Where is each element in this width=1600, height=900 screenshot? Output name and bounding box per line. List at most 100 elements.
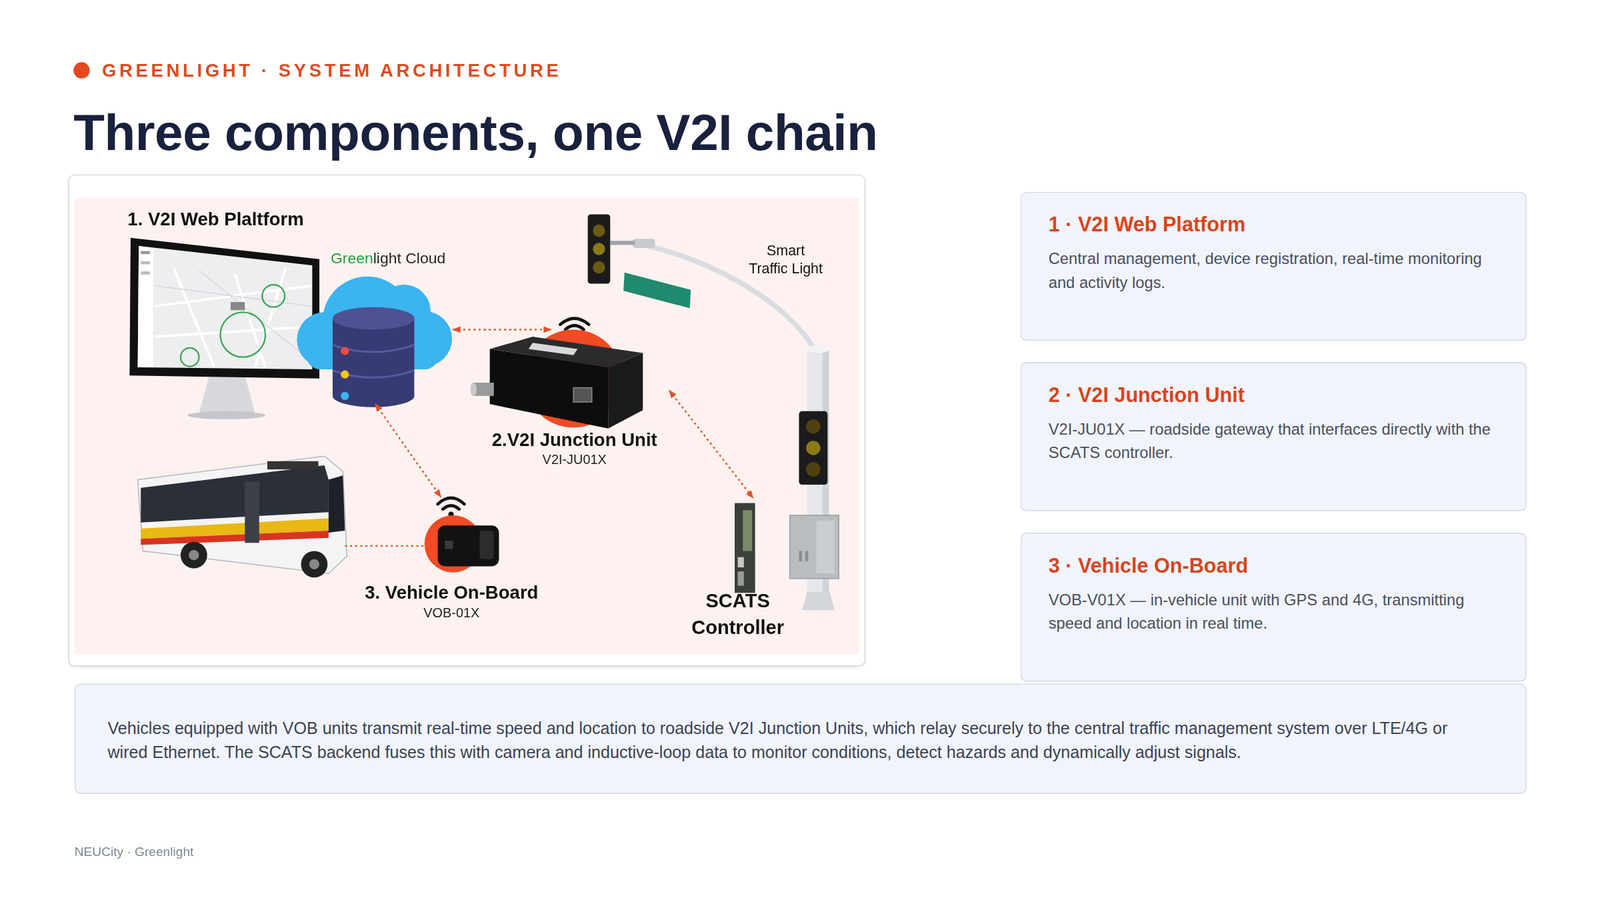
traffic-light-illustration-part [806, 419, 820, 434]
bus-link-line [344, 545, 426, 547]
junction-unit-illustration-part [608, 353, 643, 429]
bus-illustration-part [140, 465, 329, 523]
vob-illustration-part [444, 540, 453, 549]
traffic-light-illustration-part [592, 261, 605, 274]
traffic-light-illustration-part [592, 242, 605, 255]
component-label: 1. V2I Web Plaltform [127, 208, 304, 231]
bus-illustration-part [180, 542, 208, 569]
node-heading: 1 · V2I Web Platform [1048, 212, 1502, 237]
vob-illustration [424, 498, 500, 573]
bus-illustration-part [140, 530, 329, 545]
info-card: 3 · Vehicle On-BoardVOB-V01X — in-vehicl… [1020, 532, 1527, 682]
monitor-illustration-part [262, 284, 285, 308]
traffic-light-illustration-part [807, 344, 830, 353]
scats-controller-illustration-part [742, 510, 752, 551]
dotted-connector [375, 404, 441, 497]
monitor-illustration-part [138, 246, 154, 368]
junction-unit-illustration [470, 318, 644, 429]
info-card: 2 · V2I Junction UnitV2I-JU01X — roadsid… [1020, 362, 1527, 511]
node-body: V2I-JU01X [479, 451, 670, 469]
node-heading: 3. Vehicle On-Board [352, 581, 551, 604]
cloud-illustration-part [340, 392, 349, 400]
node-heading: 2.V2I Junction Unit [479, 428, 670, 452]
node-body: Central management, device registration,… [1048, 246, 1502, 294]
node-body: VOB-01X [352, 604, 551, 622]
cloud-illustration [296, 276, 452, 408]
monitor-illustration-part [138, 246, 313, 370]
node-body: V2I-JU01X — roadside gateway that interf… [1048, 417, 1502, 464]
cloud-illustration-part [340, 346, 349, 355]
monitor-illustration-part [188, 411, 266, 420]
info-card: 1 · V2I Web PlatformCentral management, … [1020, 192, 1527, 341]
node-body: VOB-V01X — in-vehicle unit with GPS and … [1048, 588, 1502, 635]
monitor-illustration-part [198, 375, 255, 414]
cloud-node: Greenlight Cloud [296, 248, 454, 404]
traffic-light-illustration-part [790, 515, 839, 579]
vob-illustration-part [479, 530, 494, 560]
monitor-illustration-part [140, 251, 150, 255]
junction-unit-illustration-part [528, 342, 578, 355]
scats-controller-illustration-part [738, 571, 744, 586]
bus-illustration-part [301, 551, 328, 578]
traffic-light-illustration-part [798, 551, 802, 562]
kicker-dot [73, 62, 90, 78]
vob-illustration-part [438, 498, 465, 510]
traffic-light-illustration-part [806, 440, 820, 455]
dotted-connector [669, 390, 754, 498]
vehicle-unit-node: 3. Vehicle On-BoardVOB-01X [352, 496, 551, 624]
junction-unit-illustration-part [560, 318, 589, 330]
traffic-light-illustration-part [802, 592, 835, 611]
traffic-light-illustration-part [805, 551, 809, 562]
traffic-light-illustration-part [816, 520, 835, 574]
dotted-connector [453, 328, 552, 331]
bus-illustration-part [328, 475, 345, 533]
scats-controller-illustration-part [734, 503, 756, 594]
device-label: Smart Traffic Light [746, 240, 824, 278]
junction-unit-illustration-part [490, 348, 609, 428]
junction-unit-node: 2.V2I Junction UnitV2I-JU01X [479, 329, 670, 472]
traffic-light-illustration-part [798, 411, 828, 485]
monitor-illustration-part [140, 261, 150, 265]
traffic-light-illustration-part [610, 240, 635, 245]
scats-controller-illustration [734, 503, 756, 594]
monitor-illustration-part [180, 348, 200, 367]
slide-title: Three components, one V2I chain [73, 102, 878, 164]
controller-node: SCATS Controller [686, 498, 789, 641]
traffic-light-illustration [588, 214, 840, 610]
bus-illustration-part [244, 481, 259, 543]
cloud-illustration-part [332, 318, 414, 396]
monitor-illustration-part [129, 238, 320, 379]
node-heading: 2 · V2I Junction Unit [1048, 382, 1502, 408]
node-heading: Vehicles equipped with VOB units transmi… [107, 714, 1476, 765]
footer-text: NEUCity · Greenlight [74, 844, 194, 860]
bus-illustration [138, 456, 348, 578]
node-heading: SCATS Controller [686, 588, 789, 642]
monitor-illustration-part [140, 271, 150, 275]
traffic-light-illustration-part [588, 214, 611, 284]
traffic-light-illustration-part [632, 238, 656, 248]
monitor-illustration-part [230, 302, 245, 310]
bus-illustration-part [309, 559, 320, 570]
traffic-light-illustration-part [592, 224, 605, 237]
cloud-illustration-part [332, 307, 414, 330]
bus-illustration-part [267, 461, 319, 470]
node-heading: Greenlight Cloud [330, 248, 446, 268]
traffic-light-illustration-part [806, 462, 820, 476]
scats-controller-illustration-part [738, 557, 744, 568]
junction-unit-illustration-part [470, 382, 477, 396]
summary-box: Vehicles equipped with VOB units transmi… [74, 684, 1527, 794]
vob-illustration-part [438, 525, 500, 566]
monitor-illustration-part [155, 270, 312, 358]
cloud-illustration-part [332, 384, 414, 408]
cloud-illustration-part [340, 370, 349, 379]
monitor-illustration [129, 238, 320, 420]
traffic-light-illustration-part [623, 272, 691, 309]
node-heading: 3 · Vehicle On-Board [1048, 553, 1502, 578]
section-kicker: GREENLIGHT · SYSTEM ARCHITECTURE [102, 59, 562, 82]
junction-unit-illustration-part [573, 388, 592, 402]
bus-illustration-part [188, 550, 199, 560]
monitor-illustration-part [155, 267, 312, 368]
